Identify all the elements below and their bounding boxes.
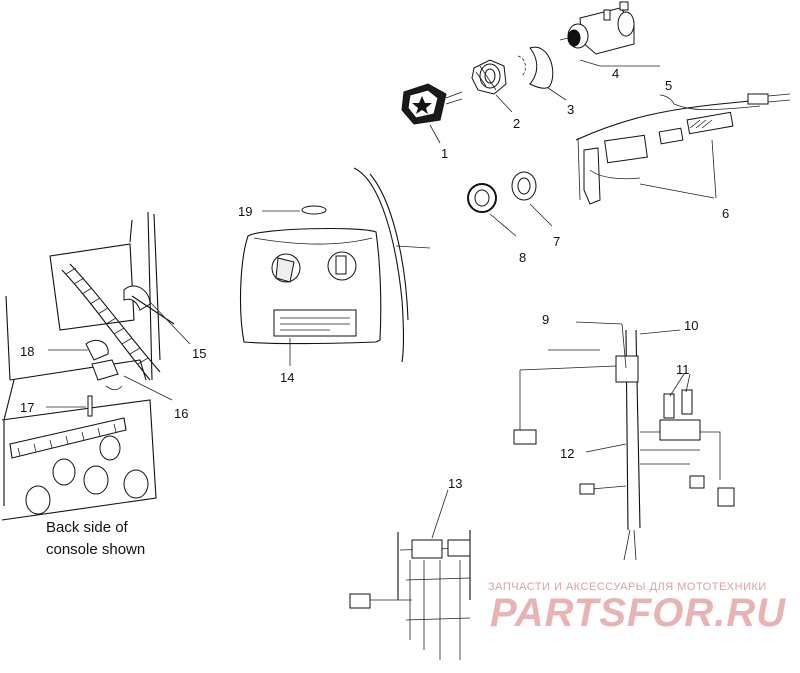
callout-13: 13	[448, 476, 462, 491]
part-3-lock-washer	[517, 46, 554, 89]
callout-7: 7	[553, 234, 560, 249]
callout-6: 6	[722, 206, 729, 221]
callout-16: 16	[174, 406, 188, 421]
part-4-ignition-switch	[559, 1, 635, 55]
part-1-switch-bezel	[401, 83, 463, 125]
callout-2: 2	[513, 116, 520, 131]
callout-17: 17	[20, 400, 34, 415]
callout-9: 9	[542, 312, 549, 327]
callout-11: 11	[676, 362, 690, 377]
callout-12: 12	[560, 446, 574, 461]
callout-19: 19	[238, 204, 252, 219]
part-7-washer	[511, 171, 537, 201]
callout-8: 8	[519, 250, 526, 265]
callout-15: 15	[192, 346, 206, 361]
part-12-main-harness	[513, 329, 735, 561]
part-5-wire-harness	[575, 93, 791, 205]
watermark-logo: PARTSFOR.RU	[490, 591, 786, 635]
caption-line-1: Back side of	[46, 519, 129, 536]
caption-line-2: console shown	[46, 541, 145, 558]
part-13-lower-harness	[349, 530, 471, 660]
callout-1: 1	[441, 146, 448, 161]
callout-3: 3	[567, 102, 574, 117]
console-back-side	[1, 211, 175, 521]
callout-14: 14	[280, 370, 294, 385]
callout-18: 18	[20, 344, 34, 359]
part-8-grommet	[467, 183, 497, 213]
part-14-console	[239, 167, 431, 363]
part-19-plug	[301, 205, 327, 215]
watermark: ЗАПЧАСТИ И АКСЕССУАРЫ ДЛЯ МОТОТЕХНИКИ PA…	[488, 581, 786, 635]
part-2-nut	[471, 59, 507, 95]
callout-4: 4	[612, 66, 619, 81]
callout-10: 10	[684, 318, 698, 333]
callout-5: 5	[665, 78, 672, 93]
watermark-tagline: ЗАПЧАСТИ И АКСЕССУАРЫ ДЛЯ МОТОТЕХНИКИ	[488, 581, 767, 593]
